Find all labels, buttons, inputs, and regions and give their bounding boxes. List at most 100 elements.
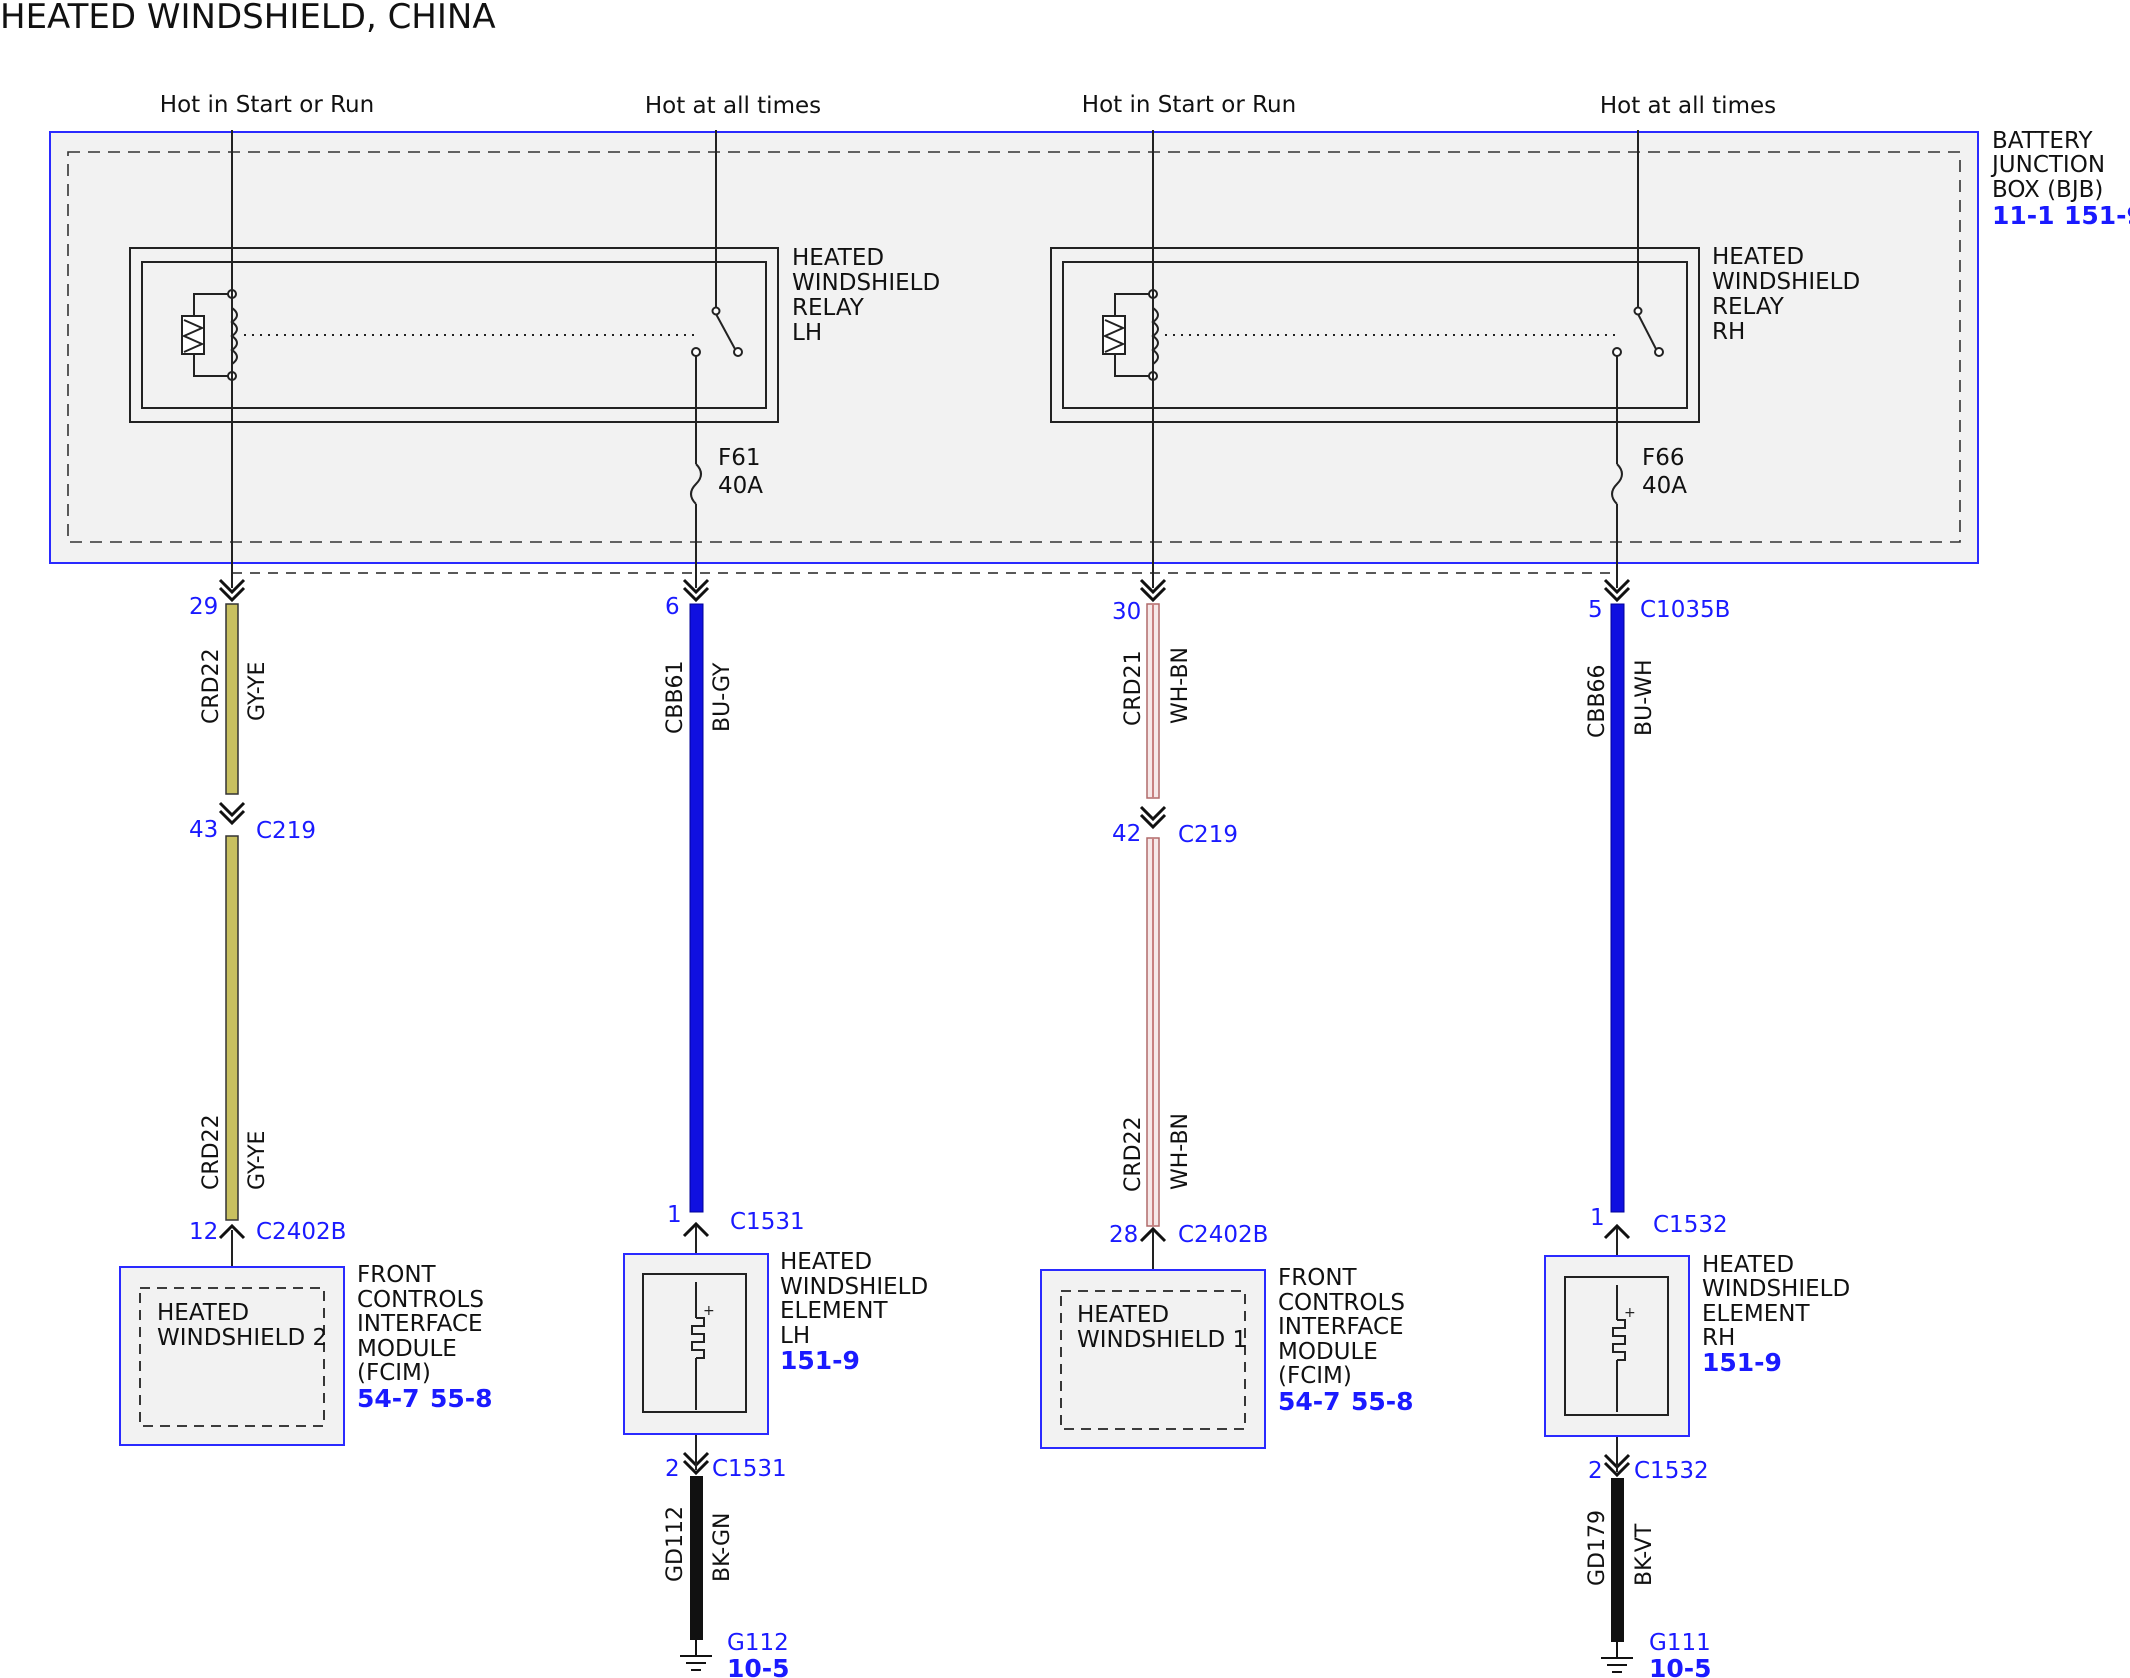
connector-c1531-top-icon	[682, 1221, 710, 1238]
fcim-left-inner-label: HEATED WINDSHIELD 2	[157, 1300, 327, 1351]
fcim-left-ref-1[interactable]: 54-7	[357, 1384, 420, 1413]
wire-color-bk-vt: BK-VT	[1632, 1523, 1657, 1586]
wire-crd22-lower	[225, 835, 239, 1221]
wire-label-crd21: CRD21	[1121, 650, 1146, 726]
pin-43: 43	[189, 817, 218, 843]
pin-1-lh: 1	[667, 1202, 682, 1228]
fuse-f66-name: F66	[1642, 445, 1685, 471]
element-rh: + HEATED WINDSHIELD ELEMENT RH 151-9	[1544, 1252, 1858, 1437]
pin-12: 12	[189, 1219, 218, 1245]
feed-label-1: Hot in Start or Run	[160, 92, 374, 118]
wire-label-cbb66: CBB66	[1585, 664, 1610, 738]
fuse-f61-icon: F61 40A	[718, 445, 763, 499]
wire-color-wh-bn-lower: WH-BN	[1168, 1113, 1193, 1190]
connector-c2402b-rh: C2402B	[1178, 1222, 1268, 1248]
fcim-left-ref-2[interactable]: 55-8	[430, 1384, 493, 1413]
element-rh-ref[interactable]: 151-9	[1702, 1348, 1782, 1377]
element-lh: + HEATED WINDSHIELD ELEMENT LH 151-9	[623, 1249, 936, 1435]
wire-color-wh-bn-upper: WH-BN	[1168, 647, 1193, 724]
pin-29: 29	[189, 594, 218, 620]
fuse-f66-rating: 40A	[1642, 473, 1687, 499]
fcim-right-ref-2[interactable]: 55-8	[1351, 1387, 1414, 1416]
element-lh-ref[interactable]: 151-9	[780, 1346, 860, 1375]
bjb-name: BATTERY JUNCTION BOX (BJB)	[1990, 128, 2112, 203]
relay-rh-name: HEATED WINDSHIELD RELAY RH	[1712, 244, 1868, 345]
connector-c219-rh-icon	[1139, 805, 1167, 830]
wire-label-gd112: GD112	[663, 1506, 688, 1582]
connector-c1531-top: C1531	[730, 1209, 805, 1235]
fuse-f61-name: F61	[718, 445, 761, 471]
connector-c1035b: C1035B	[1640, 597, 1730, 623]
fcim-left-name: FRONT CONTROLS INTERFACE MODULE (FCIM)	[357, 1262, 491, 1386]
connector-c2402b-lh-icon	[218, 1223, 246, 1240]
feed-label-4: Hot at all times	[1600, 93, 1776, 119]
fcim-right-inner-label: HEATED WINDSHIELD 1	[1077, 1302, 1247, 1353]
pin-28: 28	[1109, 1222, 1138, 1248]
wire-crd21	[1146, 603, 1160, 799]
connector-c219-lh: C219	[256, 818, 316, 844]
pin-2-rh: 2	[1588, 1458, 1603, 1484]
fuse-f61-rating: 40A	[718, 473, 763, 499]
relay-rh: HEATED WINDSHIELD RELAY RH	[1050, 244, 1868, 423]
pin-2-lh: 2	[665, 1456, 680, 1482]
connector-c219-rh: C219	[1178, 822, 1238, 848]
fcim-left: HEATED WINDSHIELD 2 FRONT CONTROLS INTER…	[119, 1262, 493, 1446]
ground-g112-icon	[680, 1640, 712, 1671]
connector-c219-lh-icon	[218, 801, 246, 826]
fcim-right: HEATED WINDSHIELD 1 FRONT CONTROLS INTER…	[1040, 1265, 1414, 1449]
relay-lh-name: HEATED WINDSHIELD RELAY LH	[792, 245, 948, 346]
wire-color-gy-ye-lower: GY-YE	[245, 1131, 270, 1190]
wire-color-bu-wh: BU-WH	[1632, 659, 1657, 736]
connector-chevrons	[218, 578, 1631, 1478]
feed-label-3: Hot in Start or Run	[1082, 92, 1296, 118]
diagram-title: HEATED WINDSHIELD, CHINA	[0, 0, 496, 37]
connector-c1532-top-icon	[1603, 1223, 1631, 1240]
wire-color-bu-gy: BU-GY	[710, 662, 735, 732]
feed-label-2: Hot at all times	[645, 93, 821, 119]
relay-lh-switch-icon	[691, 306, 743, 357]
svg-text:+: +	[703, 1303, 715, 1319]
wire-color-bk-gn: BK-GN	[710, 1513, 735, 1582]
connector-c1532-top: C1532	[1653, 1212, 1728, 1238]
ground-g111: G111	[1649, 1630, 1711, 1656]
wire-gd179	[1611, 1478, 1624, 1642]
wire-cbb66	[1610, 603, 1625, 1213]
connector-6-icon	[682, 578, 710, 603]
pin-42: 42	[1112, 821, 1141, 847]
fcim-right-ref-1[interactable]: 54-7	[1278, 1387, 1341, 1416]
svg-text:+: +	[1624, 1305, 1636, 1321]
connector-30-icon	[1139, 578, 1167, 603]
wire-label-gd179: GD179	[1585, 1510, 1610, 1586]
fcim-right-name: FRONT CONTROLS INTERFACE MODULE (FCIM)	[1278, 1265, 1412, 1389]
element-rh-heater-icon: +	[1612, 1285, 1636, 1412]
ground-g112: G112	[727, 1630, 789, 1656]
connector-5-icon	[1603, 578, 1631, 603]
pin-5: 5	[1588, 597, 1603, 623]
pin-6: 6	[665, 594, 680, 620]
pin-1-rh: 1	[1590, 1205, 1605, 1231]
ground-g111-icon	[1601, 1642, 1633, 1673]
ground-g111-ref[interactable]: 10-5	[1649, 1654, 1712, 1678]
connector-c1532-bottom: C1532	[1634, 1458, 1709, 1484]
fuse-f66-icon: F66 40A	[1642, 445, 1687, 499]
relay-rh-switch-icon	[1612, 306, 1664, 357]
element-rh-name: HEATED WINDSHIELD ELEMENT RH	[1702, 1252, 1858, 1351]
wire-gd112	[690, 1476, 703, 1640]
battery-junction-box: BATTERY JUNCTION BOX (BJB) 11-1 151-9	[49, 128, 2130, 564]
connector-29-icon	[218, 578, 246, 603]
internal-wiring	[231, 130, 1639, 588]
wire-color-gy-ye-upper: GY-YE	[245, 662, 270, 721]
bjb-ref-1[interactable]: 11-1	[1992, 201, 2055, 230]
ground-g112-ref[interactable]: 10-5	[727, 1654, 790, 1678]
wire-label-crd22-upper: CRD22	[199, 648, 224, 724]
connector-c1531-bottom: C1531	[712, 1456, 787, 1482]
element-lh-name: HEATED WINDSHIELD ELEMENT LH	[780, 1249, 936, 1349]
wire-label-crd22-rh: CRD22	[1121, 1116, 1146, 1192]
element-lh-heater-icon: +	[691, 1282, 715, 1410]
wire-crd22-rh-lower	[1146, 837, 1160, 1227]
connector-c2402b-rh-icon	[1139, 1226, 1167, 1243]
bjb-ref-2[interactable]: 151-9	[2064, 201, 2130, 230]
wire-label-cbb61: CBB61	[663, 660, 688, 734]
wire-cbb61	[689, 603, 704, 1213]
